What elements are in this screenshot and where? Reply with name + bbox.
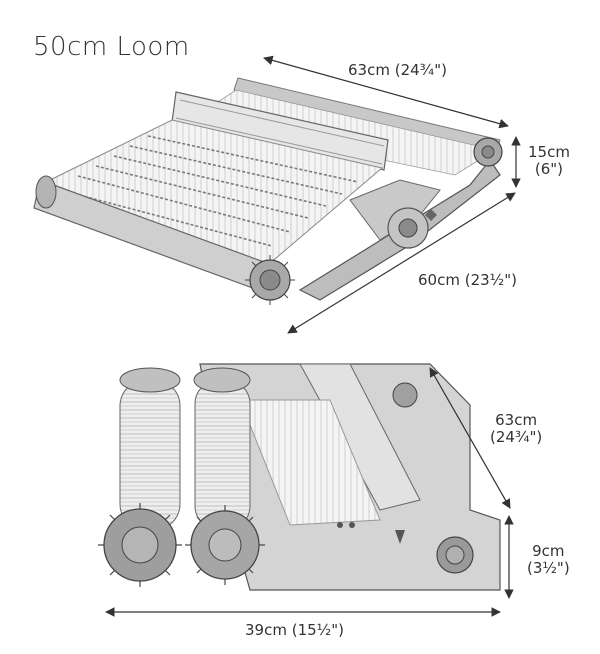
front-ratchet-gear [245, 255, 295, 305]
label-top-width: 63cm (24¾") [348, 61, 447, 79]
label-folded-height-cm: 9cm [532, 542, 565, 560]
label-top-depth: 60cm (23½") [418, 271, 517, 289]
label-folded-depth: 63cm (24¾") [490, 412, 542, 446]
loom-folded-view [98, 363, 501, 591]
dim-line-top-depth [287, 192, 516, 334]
cloth-roll-front [119, 367, 181, 531]
folded-gear-back [185, 505, 265, 585]
dim-line-top-width [263, 55, 509, 129]
page-title: 50cm Loom [33, 32, 190, 62]
folded-gear-front [98, 503, 182, 587]
label-top-height-in: (6") [534, 160, 564, 178]
label-folded-height: 9cm (3½") [527, 543, 570, 577]
label-folded-depth-in: (24¾") [490, 428, 543, 446]
folded-warp [239, 399, 381, 526]
label-folded-depth-cm: 63cm [495, 411, 538, 429]
label-top-height-cm: 15cm [528, 143, 570, 161]
front-beam-cap [35, 175, 57, 209]
cloth-roll-back [193, 367, 251, 531]
folded-side-knob [436, 536, 474, 574]
label-folded-length: 39cm (15½") [245, 621, 344, 639]
dim-line-folded-depth [429, 367, 511, 509]
label-top-height: 15cm (6") [528, 144, 570, 178]
logo-emblem-folded [395, 530, 405, 544]
label-folded-height-in: (3½") [527, 559, 570, 577]
hinge-knob [387, 207, 429, 249]
back-ratchet-gear [473, 137, 503, 167]
folded-top-knob [392, 382, 418, 408]
